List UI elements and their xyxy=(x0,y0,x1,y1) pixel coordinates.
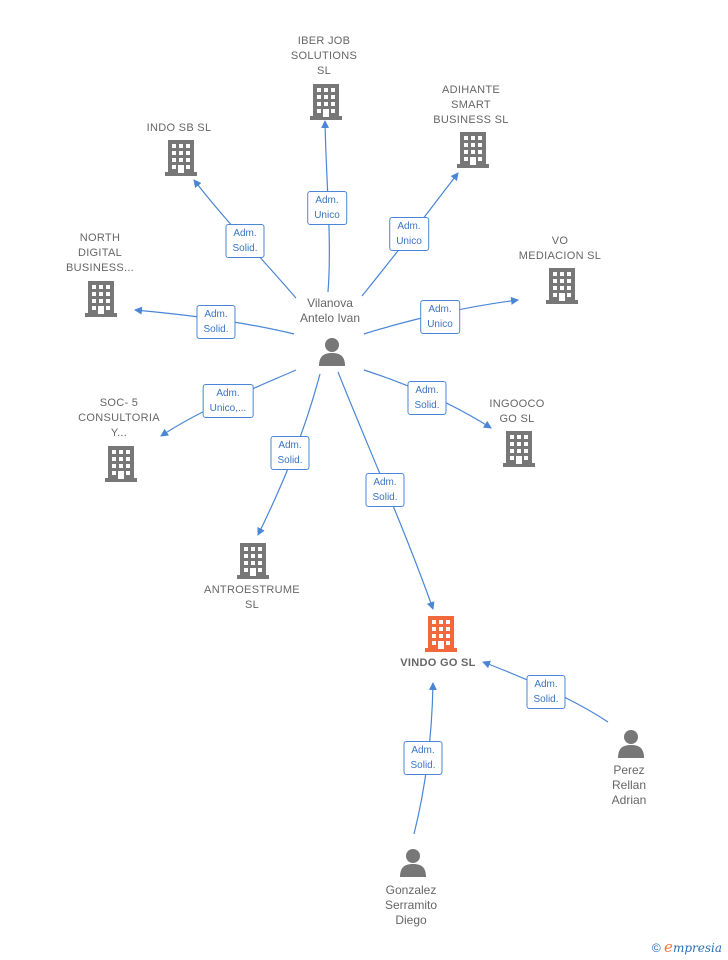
role-badge-north: Adm. Solid. xyxy=(196,305,236,339)
building-icon-indo[interactable] xyxy=(165,140,197,176)
role-badge-antroestrume: Adm. Solid. xyxy=(270,436,310,470)
empresia-logo[interactable]: empresia xyxy=(664,938,722,956)
center-person-label[interactable]: Vilanova Antelo Ivan xyxy=(299,296,361,325)
role-badge-indo: Adm. Solid. xyxy=(225,224,265,258)
role-badge-vindo: Adm. Solid. xyxy=(365,473,405,507)
building-icon-vindo[interactable] xyxy=(425,616,457,652)
role-badge-gonzalez: Adm. Solid. xyxy=(403,741,443,775)
person-label-perez[interactable]: Perez Rellan Adrian xyxy=(611,763,647,807)
building-icon-north[interactable] xyxy=(85,281,117,317)
person-icon-gonzalez[interactable] xyxy=(400,849,426,877)
company-label-adihante[interactable]: ADIHANTE SMART BUSINESS SL xyxy=(433,84,509,126)
role-badge-soc: Adm. Unico,... xyxy=(202,384,254,418)
company-label-indo[interactable]: INDO SB SL xyxy=(146,122,212,134)
role-badge-adihante: Adm. Unico xyxy=(389,217,429,251)
building-icon-ingooco[interactable] xyxy=(503,431,535,467)
company-label-soc[interactable]: SOC- 5 CONSULTORIA Y... xyxy=(78,397,160,439)
copyright-footer: © empresia xyxy=(652,938,722,956)
building-icon-vo[interactable] xyxy=(546,268,578,304)
person-icon-center[interactable] xyxy=(319,338,345,366)
company-label-iber[interactable]: IBER JOB SOLUTIONS SL xyxy=(290,35,358,77)
company-label-vo[interactable]: VO MEDIACION SL xyxy=(518,235,602,262)
role-badge-ingooco: Adm. Solid. xyxy=(407,381,447,415)
company-label-ingooco[interactable]: INGOOCO GO SL xyxy=(489,398,545,425)
building-icon-adihante[interactable] xyxy=(457,132,489,168)
person-label-gonzalez[interactable]: Gonzalez Serramito Diego xyxy=(384,883,438,927)
person-icon-perez[interactable] xyxy=(618,730,644,758)
company-label-antroestrume[interactable]: ANTROESTRUME SL xyxy=(204,584,300,611)
role-badge-iber: Adm. Unico xyxy=(307,191,347,225)
copyright-icon: © xyxy=(651,941,661,955)
company-label-north[interactable]: NORTH DIGITAL BUSINESS... xyxy=(65,232,135,274)
building-icon-iber[interactable] xyxy=(310,84,342,120)
company-label-vindo[interactable]: VINDO GO SL xyxy=(400,657,476,669)
building-icon-antroestrume[interactable] xyxy=(237,543,269,579)
building-icon-soc[interactable] xyxy=(105,446,137,482)
role-badge-perez: Adm. Solid. xyxy=(526,675,566,709)
role-badge-vo: Adm. Unico xyxy=(420,300,460,334)
